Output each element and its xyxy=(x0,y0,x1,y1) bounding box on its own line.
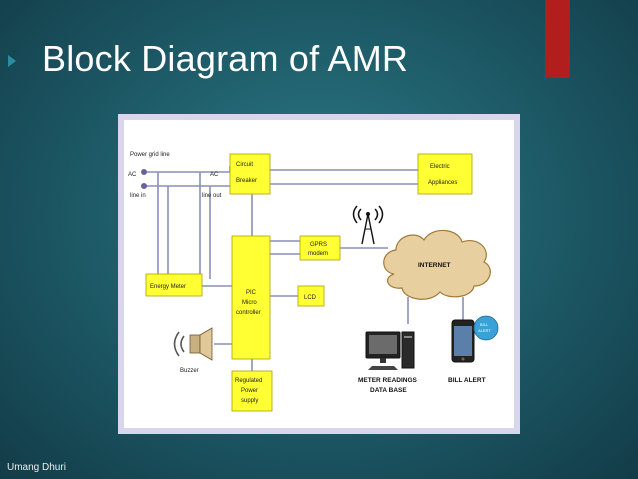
electric-appliances-block xyxy=(417,153,473,195)
pic-microcontroller-block xyxy=(231,235,271,360)
power-grid-label: Power grid line xyxy=(130,152,170,158)
internet-label: INTERNET xyxy=(418,262,451,269)
bill-alert-label: BILL ALERT xyxy=(448,377,486,384)
smartphone-icon xyxy=(451,319,475,363)
lcd-block xyxy=(297,285,325,307)
bill-alert-bubble-icon xyxy=(473,315,499,341)
ac-left-label: AC xyxy=(128,172,137,178)
pic-label-1: PIC xyxy=(246,290,257,296)
power-supply-label-1: Regulated xyxy=(235,378,262,384)
meter-readings-label-1: METER READINGS xyxy=(358,377,418,384)
pic-label-2: Micro xyxy=(242,300,257,306)
buzzer-label: Buzzer xyxy=(180,368,199,374)
power-supply-block xyxy=(231,370,273,412)
accent-bar xyxy=(545,0,570,78)
meter-readings-label-2: DATA BASE xyxy=(370,387,407,394)
power-supply-label-2: Power xyxy=(241,388,258,394)
amr-block-diagram: Power grid line AC line in AC line out C… xyxy=(118,114,520,434)
gprs-label-2: modem xyxy=(308,251,328,257)
line-in-label: line in xyxy=(130,193,146,199)
energy-meter-block xyxy=(145,273,203,297)
lcd-label: LCD xyxy=(304,295,317,301)
author-name: Umang Dhuri xyxy=(7,462,66,473)
line-out-label: line out xyxy=(202,193,222,199)
ac-terminal-live xyxy=(141,169,147,175)
electric-appliances-label-2: Appliances xyxy=(428,180,457,186)
circuit-breaker-label-1: Circuit xyxy=(236,162,253,168)
connection-lines xyxy=(144,166,464,371)
frame-border xyxy=(118,114,520,434)
title-arrow-icon xyxy=(8,55,16,67)
gprs-modem-block xyxy=(299,235,341,261)
buzzer-speaker-icon xyxy=(173,327,213,361)
bubble-label-2: ALERT xyxy=(478,328,491,333)
gprs-label-1: GPRS xyxy=(310,242,327,248)
computer-database-icon xyxy=(365,331,415,370)
internet-cloud-icon xyxy=(383,229,491,300)
circuit-breaker-block xyxy=(229,153,271,195)
antenna-tower-icon xyxy=(352,205,384,245)
ac-terminal-neutral xyxy=(141,183,147,189)
pic-label-3: controller xyxy=(236,310,261,316)
circuit-breaker-label-2: Breaker xyxy=(236,178,257,184)
energy-meter-label: Energy Meter xyxy=(150,284,186,290)
bubble-label-1: BILL xyxy=(480,322,489,327)
electric-appliances-label-1: Electric xyxy=(430,164,450,170)
diagram-canvas: Power grid line AC line in AC line out C… xyxy=(118,114,520,434)
power-supply-label-3: supply xyxy=(241,398,258,404)
slide-title: Block Diagram of AMR xyxy=(42,38,409,79)
ac-right-label: AC xyxy=(210,172,219,178)
